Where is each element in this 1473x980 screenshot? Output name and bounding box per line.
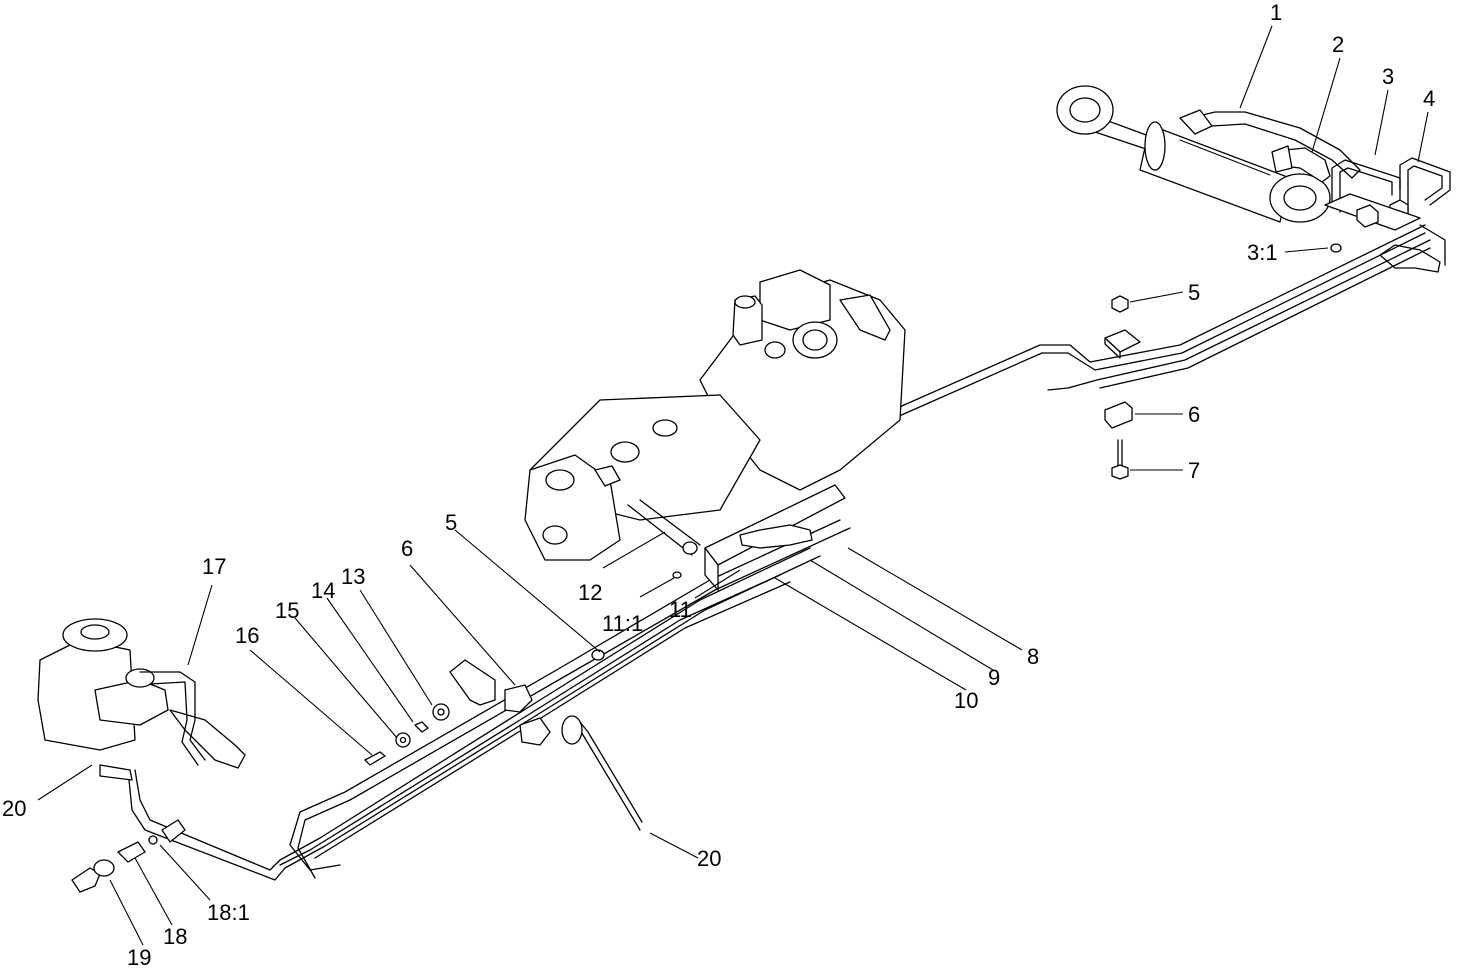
hydraulic-pump <box>524 269 906 561</box>
callout-11: 11 <box>669 597 692 622</box>
hydraulic-cylinder <box>1056 85 1331 223</box>
callout-1: 1 <box>1270 0 1282 25</box>
callout-7: 7 <box>1188 458 1200 483</box>
callout-19: 19 <box>127 945 151 970</box>
callout-18: 18 <box>163 924 187 949</box>
callout-3-1: 3:1 <box>1247 240 1278 265</box>
callout-6-left: 6 <box>401 536 413 561</box>
callout-16: 16 <box>235 623 259 648</box>
callout-10: 10 <box>954 688 978 713</box>
callout-20-right: 20 <box>697 846 721 871</box>
callout-labels: 1 2 3 4 3:1 5 6 7 5 6 12 11:1 11 8 9 10 … <box>2 0 1435 970</box>
callout-12: 12 <box>578 580 602 605</box>
callout-20-left: 20 <box>2 796 26 821</box>
callout-17: 17 <box>202 554 226 579</box>
leader-lines <box>37 25 1429 946</box>
callout-8: 8 <box>1027 644 1039 669</box>
oring-11-1 <box>672 571 682 579</box>
callout-13: 13 <box>341 564 365 589</box>
clamp-stack-right <box>1104 295 1141 480</box>
callout-6-right: 6 <box>1188 402 1200 427</box>
clamp-stack-left <box>449 649 605 746</box>
hose-2 <box>1271 145 1331 183</box>
test-port-fittings <box>71 819 186 893</box>
hose-1 <box>1179 109 1361 179</box>
callout-5-left: 5 <box>445 510 457 535</box>
callout-14: 14 <box>311 578 335 603</box>
callout-4: 4 <box>1423 86 1435 111</box>
callout-9: 9 <box>988 665 1000 690</box>
callout-15: 15 <box>275 598 299 623</box>
steering-valve <box>37 618 246 781</box>
callout-2: 2 <box>1332 32 1344 57</box>
pump-bracket <box>682 484 846 591</box>
callout-3: 3 <box>1382 64 1394 89</box>
callout-5-right: 5 <box>1188 280 1200 305</box>
callout-18-1: 18:1 <box>207 900 250 925</box>
oring-3-1 <box>1330 243 1342 253</box>
mounting-plate-upper <box>1324 193 1421 231</box>
fastener-set <box>364 703 450 766</box>
callout-11-1: 11:1 <box>602 611 643 636</box>
cable-tie <box>561 715 643 831</box>
